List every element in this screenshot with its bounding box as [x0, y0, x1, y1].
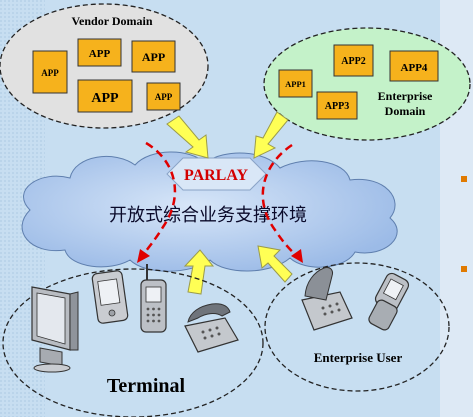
desk-phone-icon [301, 267, 353, 331]
pda-icon [91, 270, 129, 324]
enterprise-app-box: APP1 [278, 69, 313, 98]
vendor-app-label: APP [89, 48, 111, 60]
enterprise-app-box: APP3 [316, 91, 358, 120]
vendor-app-label: APP [155, 92, 173, 102]
slide-bullet [461, 176, 467, 182]
arrow-terminal-to-platform [183, 249, 215, 295]
enterprise-domain-title: Enterprise [378, 89, 433, 103]
vendor-app-label: APP [91, 91, 119, 106]
arrow-enterprise-to-platform [253, 111, 289, 159]
enterprise-app-label: APP4 [401, 62, 428, 74]
interaction-arc-left [141, 141, 177, 256]
parlay-badge [166, 157, 267, 191]
enterprise-app-label: APP1 [285, 79, 306, 89]
arrow-enterprise-user-to-platform [257, 245, 293, 283]
vendor-domain-title: Vendor Domain [71, 14, 152, 28]
slide-bullet [461, 266, 467, 272]
vendor-app-box: APP [131, 40, 176, 73]
enterprise-app-label: APP3 [325, 101, 349, 112]
interaction-arc-right [261, 143, 297, 256]
enterprise-user-group-ellipse [264, 262, 450, 392]
parlay-label: PARLAY [184, 167, 248, 184]
arrow-vendor-to-platform [166, 115, 209, 159]
vendor-app-label: APP [142, 50, 165, 64]
vendor-app-box: APP [146, 82, 181, 111]
desk-phone-icon [184, 303, 239, 353]
enterprise-app-box: APP2 [333, 44, 374, 77]
platform-label: 开放式综合业务支撑环境 [109, 205, 307, 226]
mobile-phone-icon [140, 264, 167, 333]
vendor-app-box: APP [77, 38, 122, 67]
vendor-app-box: APP [32, 50, 68, 94]
enterprise-app-box: APP4 [389, 50, 439, 82]
vendor-app-box: APP [77, 79, 133, 113]
arc-arrowhead [291, 249, 303, 263]
monitor-icon [31, 286, 79, 373]
arc-arrowhead [137, 249, 150, 263]
platform-cloud [21, 151, 398, 272]
enterprise-app-label: APP2 [341, 56, 365, 67]
terminal-label: Terminal [107, 375, 186, 397]
terminal-group-ellipse [2, 268, 264, 417]
flip-phone-icon [368, 272, 410, 331]
enterprise-domain-title: Domain [385, 104, 426, 118]
enterprise-user-label: Enterprise User [314, 350, 403, 365]
vendor-app-label: APP [41, 68, 59, 78]
